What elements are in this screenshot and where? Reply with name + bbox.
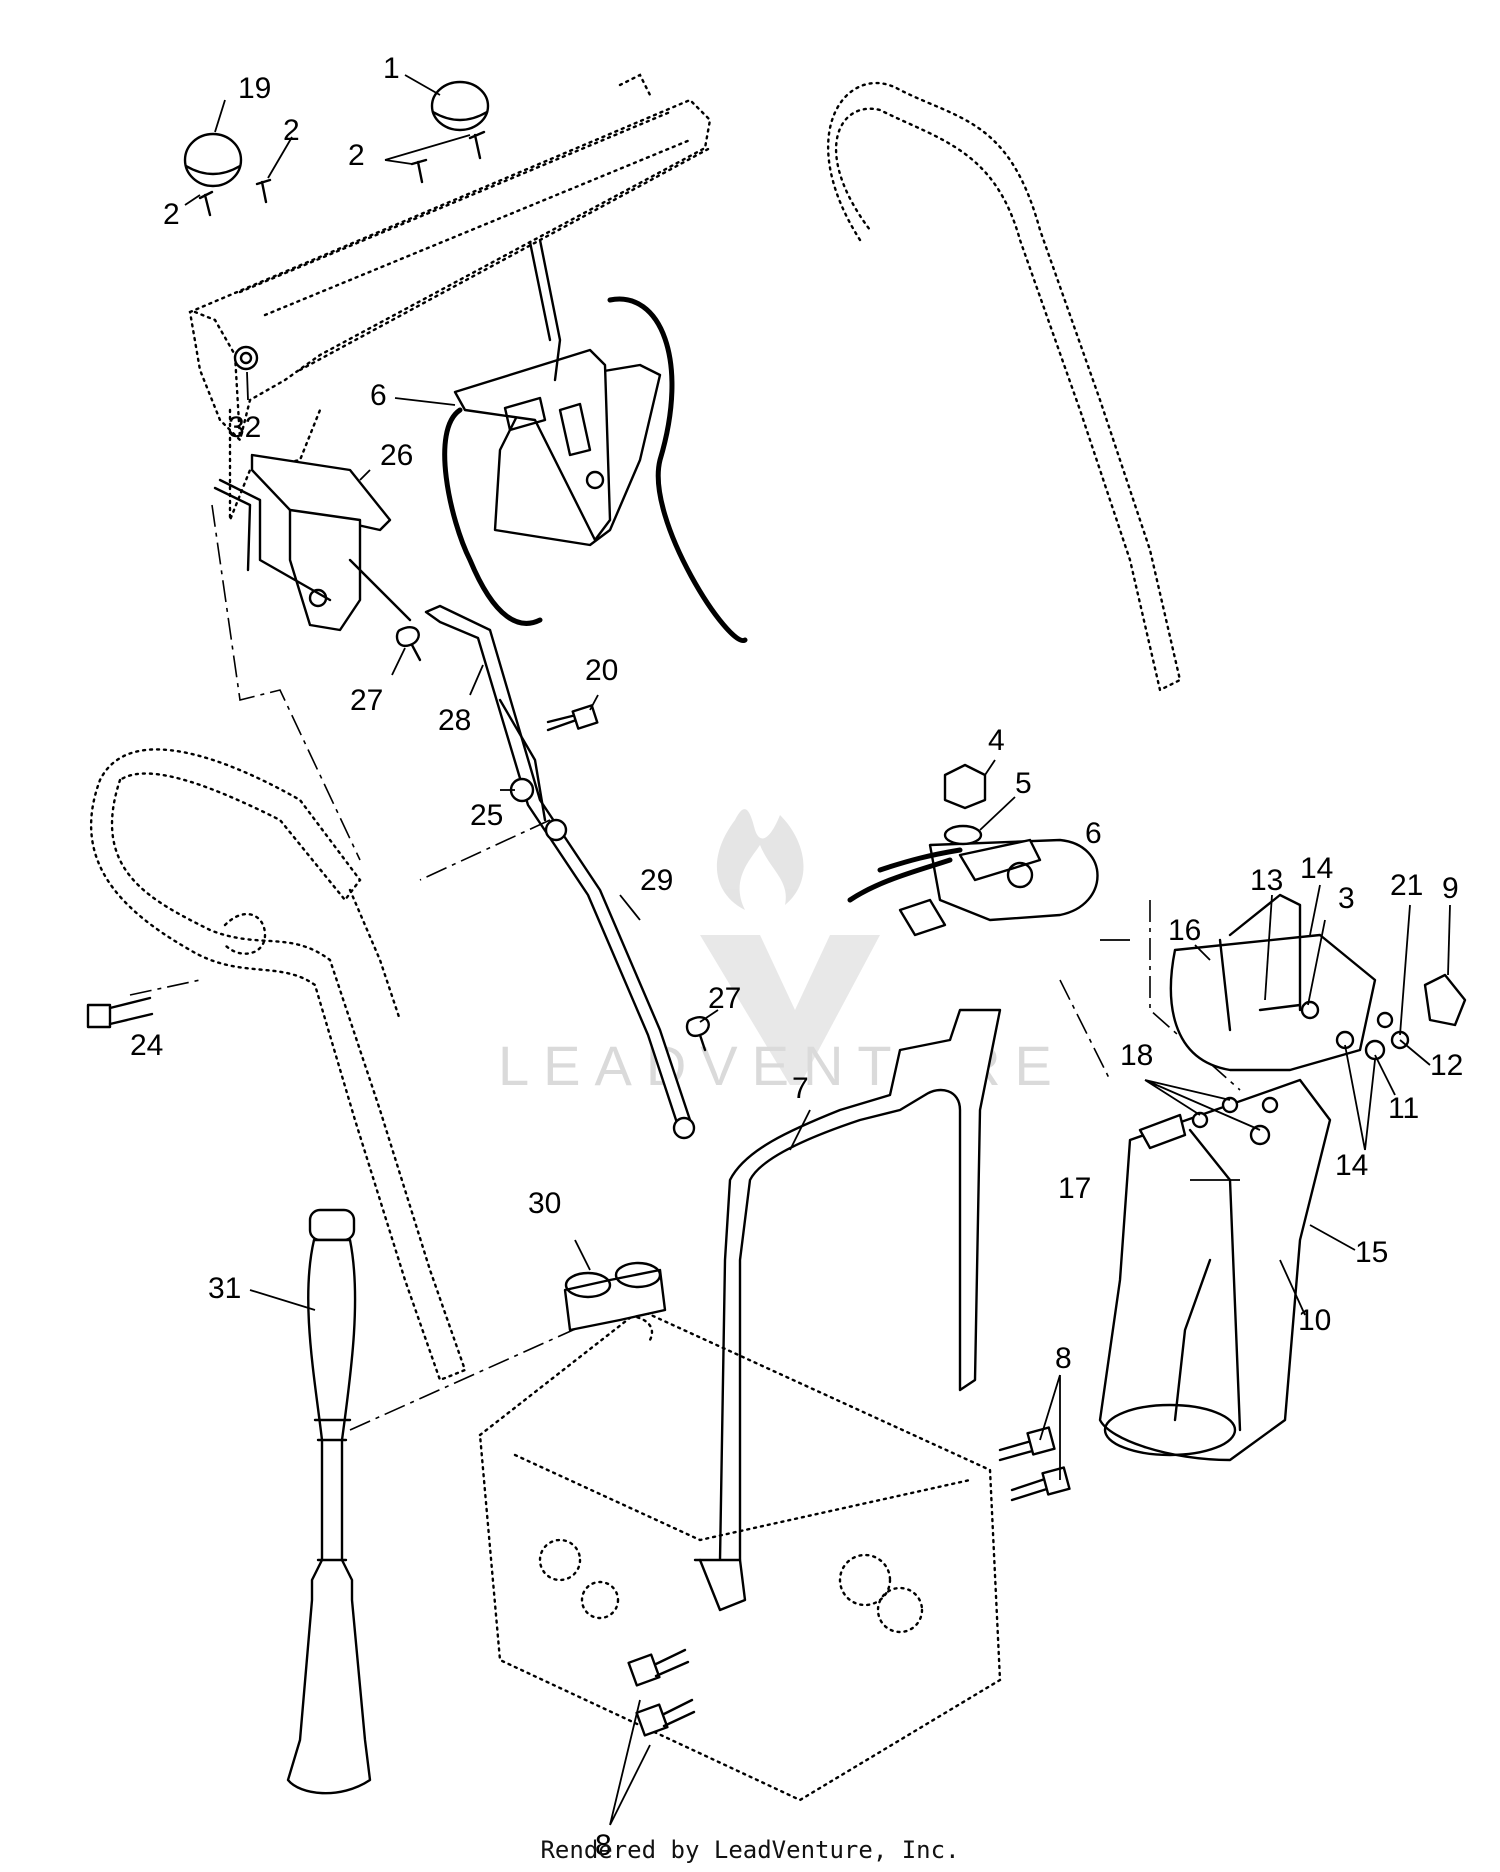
callout-30: 30 bbox=[528, 1187, 561, 1220]
callout-29: 29 bbox=[640, 864, 673, 897]
callout-20: 20 bbox=[585, 654, 618, 687]
bolts-8-right bbox=[998, 1426, 1071, 1502]
callout-19: 19 bbox=[238, 72, 271, 105]
leader-lines bbox=[184, 74, 1451, 1826]
shift-bracket-26 bbox=[213, 453, 412, 632]
washer-5 bbox=[943, 824, 983, 846]
callout-14: 14 bbox=[1335, 1149, 1368, 1182]
bolt-24 bbox=[86, 996, 154, 1029]
callout-31: 31 bbox=[208, 1272, 241, 1305]
cable-bracket-upper bbox=[442, 238, 748, 643]
callout-7: 7 bbox=[792, 1072, 809, 1105]
nut-32 bbox=[233, 345, 259, 371]
control-panel bbox=[188, 73, 712, 521]
callout-18: 18 bbox=[1120, 1039, 1153, 1072]
deflector-16 bbox=[1169, 893, 1377, 1072]
footer-credit: Rendered by LeadVenture, Inc. bbox=[540, 1836, 960, 1864]
callout-8: 8 bbox=[595, 1829, 612, 1862]
callout-32: 32 bbox=[228, 411, 261, 444]
callout-4: 4 bbox=[988, 724, 1005, 757]
callout-26: 26 bbox=[380, 439, 413, 472]
callout-9: 9 bbox=[1442, 872, 1459, 905]
callout-24: 24 bbox=[130, 1029, 163, 1062]
screws-2 bbox=[198, 130, 486, 217]
callout-labels: 1 19 2 2 2 32 6 26 27 28 20 25 24 29 27 … bbox=[130, 52, 1463, 1862]
chute-15 bbox=[1098, 1078, 1332, 1462]
knob-1 bbox=[430, 80, 490, 132]
callout-16: 16 bbox=[1168, 914, 1201, 947]
guide-lines bbox=[129, 504, 1241, 1431]
handle-31 bbox=[286, 1208, 372, 1795]
callout-1: 1 bbox=[383, 52, 400, 85]
callout-2: 2 bbox=[348, 139, 365, 172]
handle-left-dotted bbox=[89, 748, 467, 1382]
handle-right-dotted bbox=[827, 81, 1182, 692]
callout-27: 27 bbox=[350, 684, 383, 717]
callout-14: 14 bbox=[1300, 852, 1333, 885]
callout-2: 2 bbox=[283, 114, 300, 147]
callout-13: 13 bbox=[1250, 864, 1283, 897]
callout-6: 6 bbox=[1085, 817, 1102, 850]
callout-5: 5 bbox=[1015, 767, 1032, 800]
callout-2: 2 bbox=[163, 198, 180, 231]
bolt-20 bbox=[546, 704, 599, 732]
clamp-30 bbox=[563, 1261, 667, 1332]
knob-19 bbox=[183, 132, 243, 188]
callout-10: 10 bbox=[1298, 1304, 1331, 1337]
cotter-pin-27-lower bbox=[685, 1016, 710, 1052]
callout-11: 11 bbox=[1388, 1092, 1419, 1125]
shift-rod-28-29 bbox=[424, 604, 696, 1140]
callout-3: 3 bbox=[1338, 882, 1355, 915]
cotter-pin-27-upper bbox=[395, 626, 422, 662]
callout-17: 17 bbox=[1058, 1172, 1091, 1205]
callout-15: 15 bbox=[1355, 1236, 1388, 1269]
bolts-8-lower bbox=[627, 1648, 696, 1737]
callout-6: 6 bbox=[370, 379, 387, 412]
nut-4 bbox=[943, 763, 987, 810]
callout-25: 25 bbox=[470, 799, 503, 832]
chute-crank-housing bbox=[847, 838, 1099, 937]
hardware-11-12-13-14-21 bbox=[1191, 1000, 1410, 1146]
callout-27: 27 bbox=[708, 982, 741, 1015]
handle-frame-7 bbox=[693, 1008, 1002, 1612]
callout-8: 8 bbox=[1055, 1342, 1072, 1375]
callout-21: 21 bbox=[1390, 869, 1423, 902]
callout-12: 12 bbox=[1430, 1049, 1463, 1082]
callout-28: 28 bbox=[438, 704, 471, 737]
knob-9 bbox=[1423, 973, 1467, 1027]
